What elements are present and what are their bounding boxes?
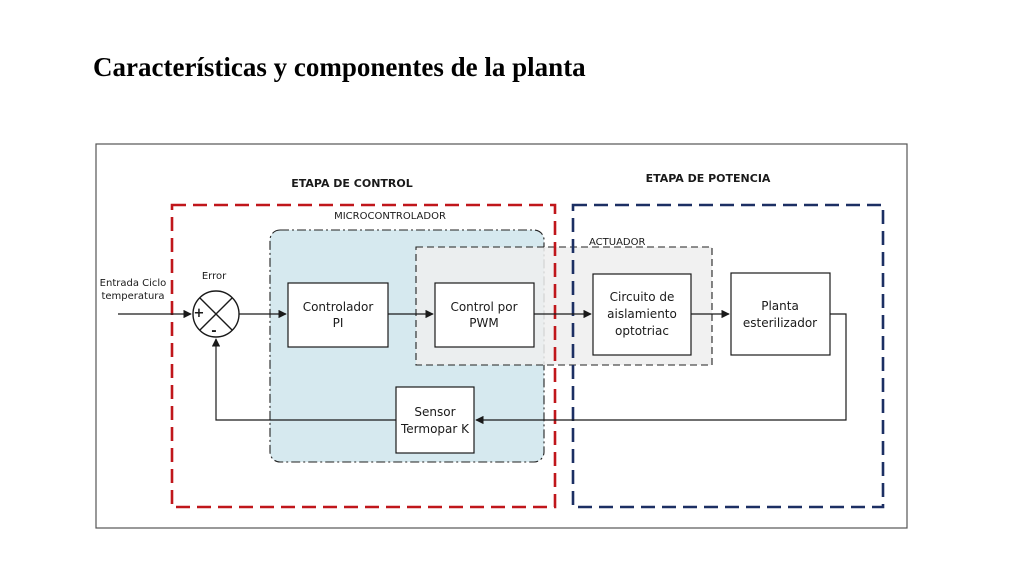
isolation-circuit-line2: aislamiento [607,307,677,321]
microcontroller-label: MICROCONTROLADOR [334,211,446,222]
pwm-control-line2: PWM [469,316,498,330]
pi-controller-line2: PI [333,316,344,330]
sensor-block [395,386,475,454]
plant-line1: Planta [761,299,799,313]
plant-block [730,272,831,356]
plant-to-sensor-line [475,313,847,425]
summing-junction [192,290,240,338]
sensor-line1: Sensor [414,405,455,419]
error-label: Error [202,271,227,282]
plus-sign: + [194,306,205,321]
isolation-circuit-line3: optotriac [615,324,669,338]
control-stage-region [170,203,557,509]
control-stage-label: ETAPA DE CONTROL [291,177,413,190]
sensor-to-junction-line [211,338,396,421]
sensor-line2: Termopar K [400,422,470,436]
pi-controller-line1: Controlador [303,300,374,314]
input-label-line2: temperatura [101,291,164,302]
input-label-line1: Entrada Ciclo [100,278,167,289]
power-stage-label: ETAPA DE POTENCIA [646,172,771,185]
power-stage-region [571,203,885,509]
pwm-control-block [434,282,535,348]
pwm-control-line1: Control por [450,300,517,314]
isolation-circuit-line1: Circuito de [610,290,675,304]
actuator-label: ACTUADOR [589,237,645,248]
plant-line2: esterilizador [743,316,817,330]
isolation-circuit-block [592,273,692,356]
pi-controller-block [287,282,389,348]
page-title: Características y componentes de la plan… [93,52,586,82]
minus-sign: - [211,324,216,339]
